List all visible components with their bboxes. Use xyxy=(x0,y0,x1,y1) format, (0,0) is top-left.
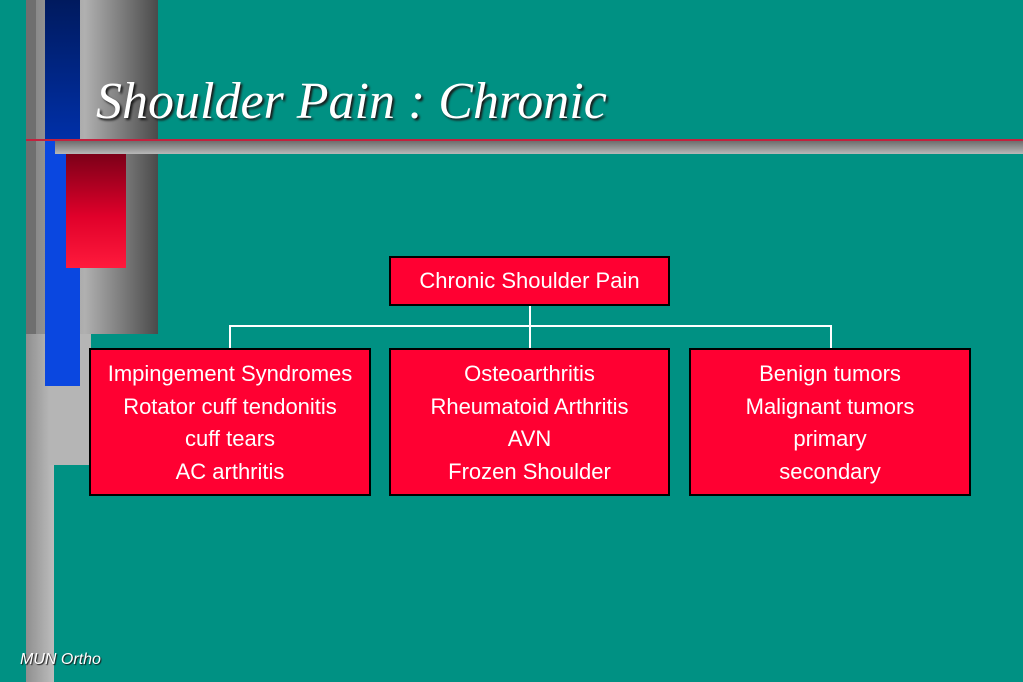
node-line: Malignant tumors xyxy=(745,393,915,419)
decorative-dark-gray-strip xyxy=(26,0,36,334)
connector-branch-3 xyxy=(830,325,832,348)
node-line: Rheumatoid Arthritis xyxy=(430,393,629,419)
node-line: primary xyxy=(793,426,867,451)
child-node-impingement: Impingement Syndromes Rotator cuff tendo… xyxy=(89,348,371,496)
decorative-navy-bar xyxy=(45,0,80,140)
node-line: Impingement Syndromes xyxy=(107,361,353,386)
node-line: AC arthritis xyxy=(175,458,285,484)
connector-branch-2 xyxy=(529,325,531,348)
child-node-tumors: Benign tumors Malignant tumors primary s… xyxy=(689,348,971,496)
node-line: Frozen Shoulder xyxy=(448,458,611,484)
node-line: Rotator cuff tendonitis xyxy=(123,393,337,419)
connector-root-stem xyxy=(529,306,531,326)
node-line: cuff tears xyxy=(184,426,276,451)
decorative-red-rule xyxy=(26,139,1023,141)
slide-title: Shoulder Pain : Chronic xyxy=(96,73,607,130)
connector-branch-1 xyxy=(229,325,231,348)
root-node: Chronic Shoulder Pain xyxy=(389,256,670,306)
node-line: AVN xyxy=(507,426,552,451)
decorative-red-block xyxy=(66,153,126,268)
node-line: Osteoarthritis xyxy=(464,361,595,386)
node-line: Benign tumors xyxy=(759,361,901,386)
child-node-arthritis: Osteoarthritis Rheumatoid Arthritis AVN … xyxy=(389,348,670,496)
node-line: secondary xyxy=(779,458,881,484)
footer-label: MUN Ortho xyxy=(20,651,101,668)
decorative-gray-rule xyxy=(55,141,1023,154)
